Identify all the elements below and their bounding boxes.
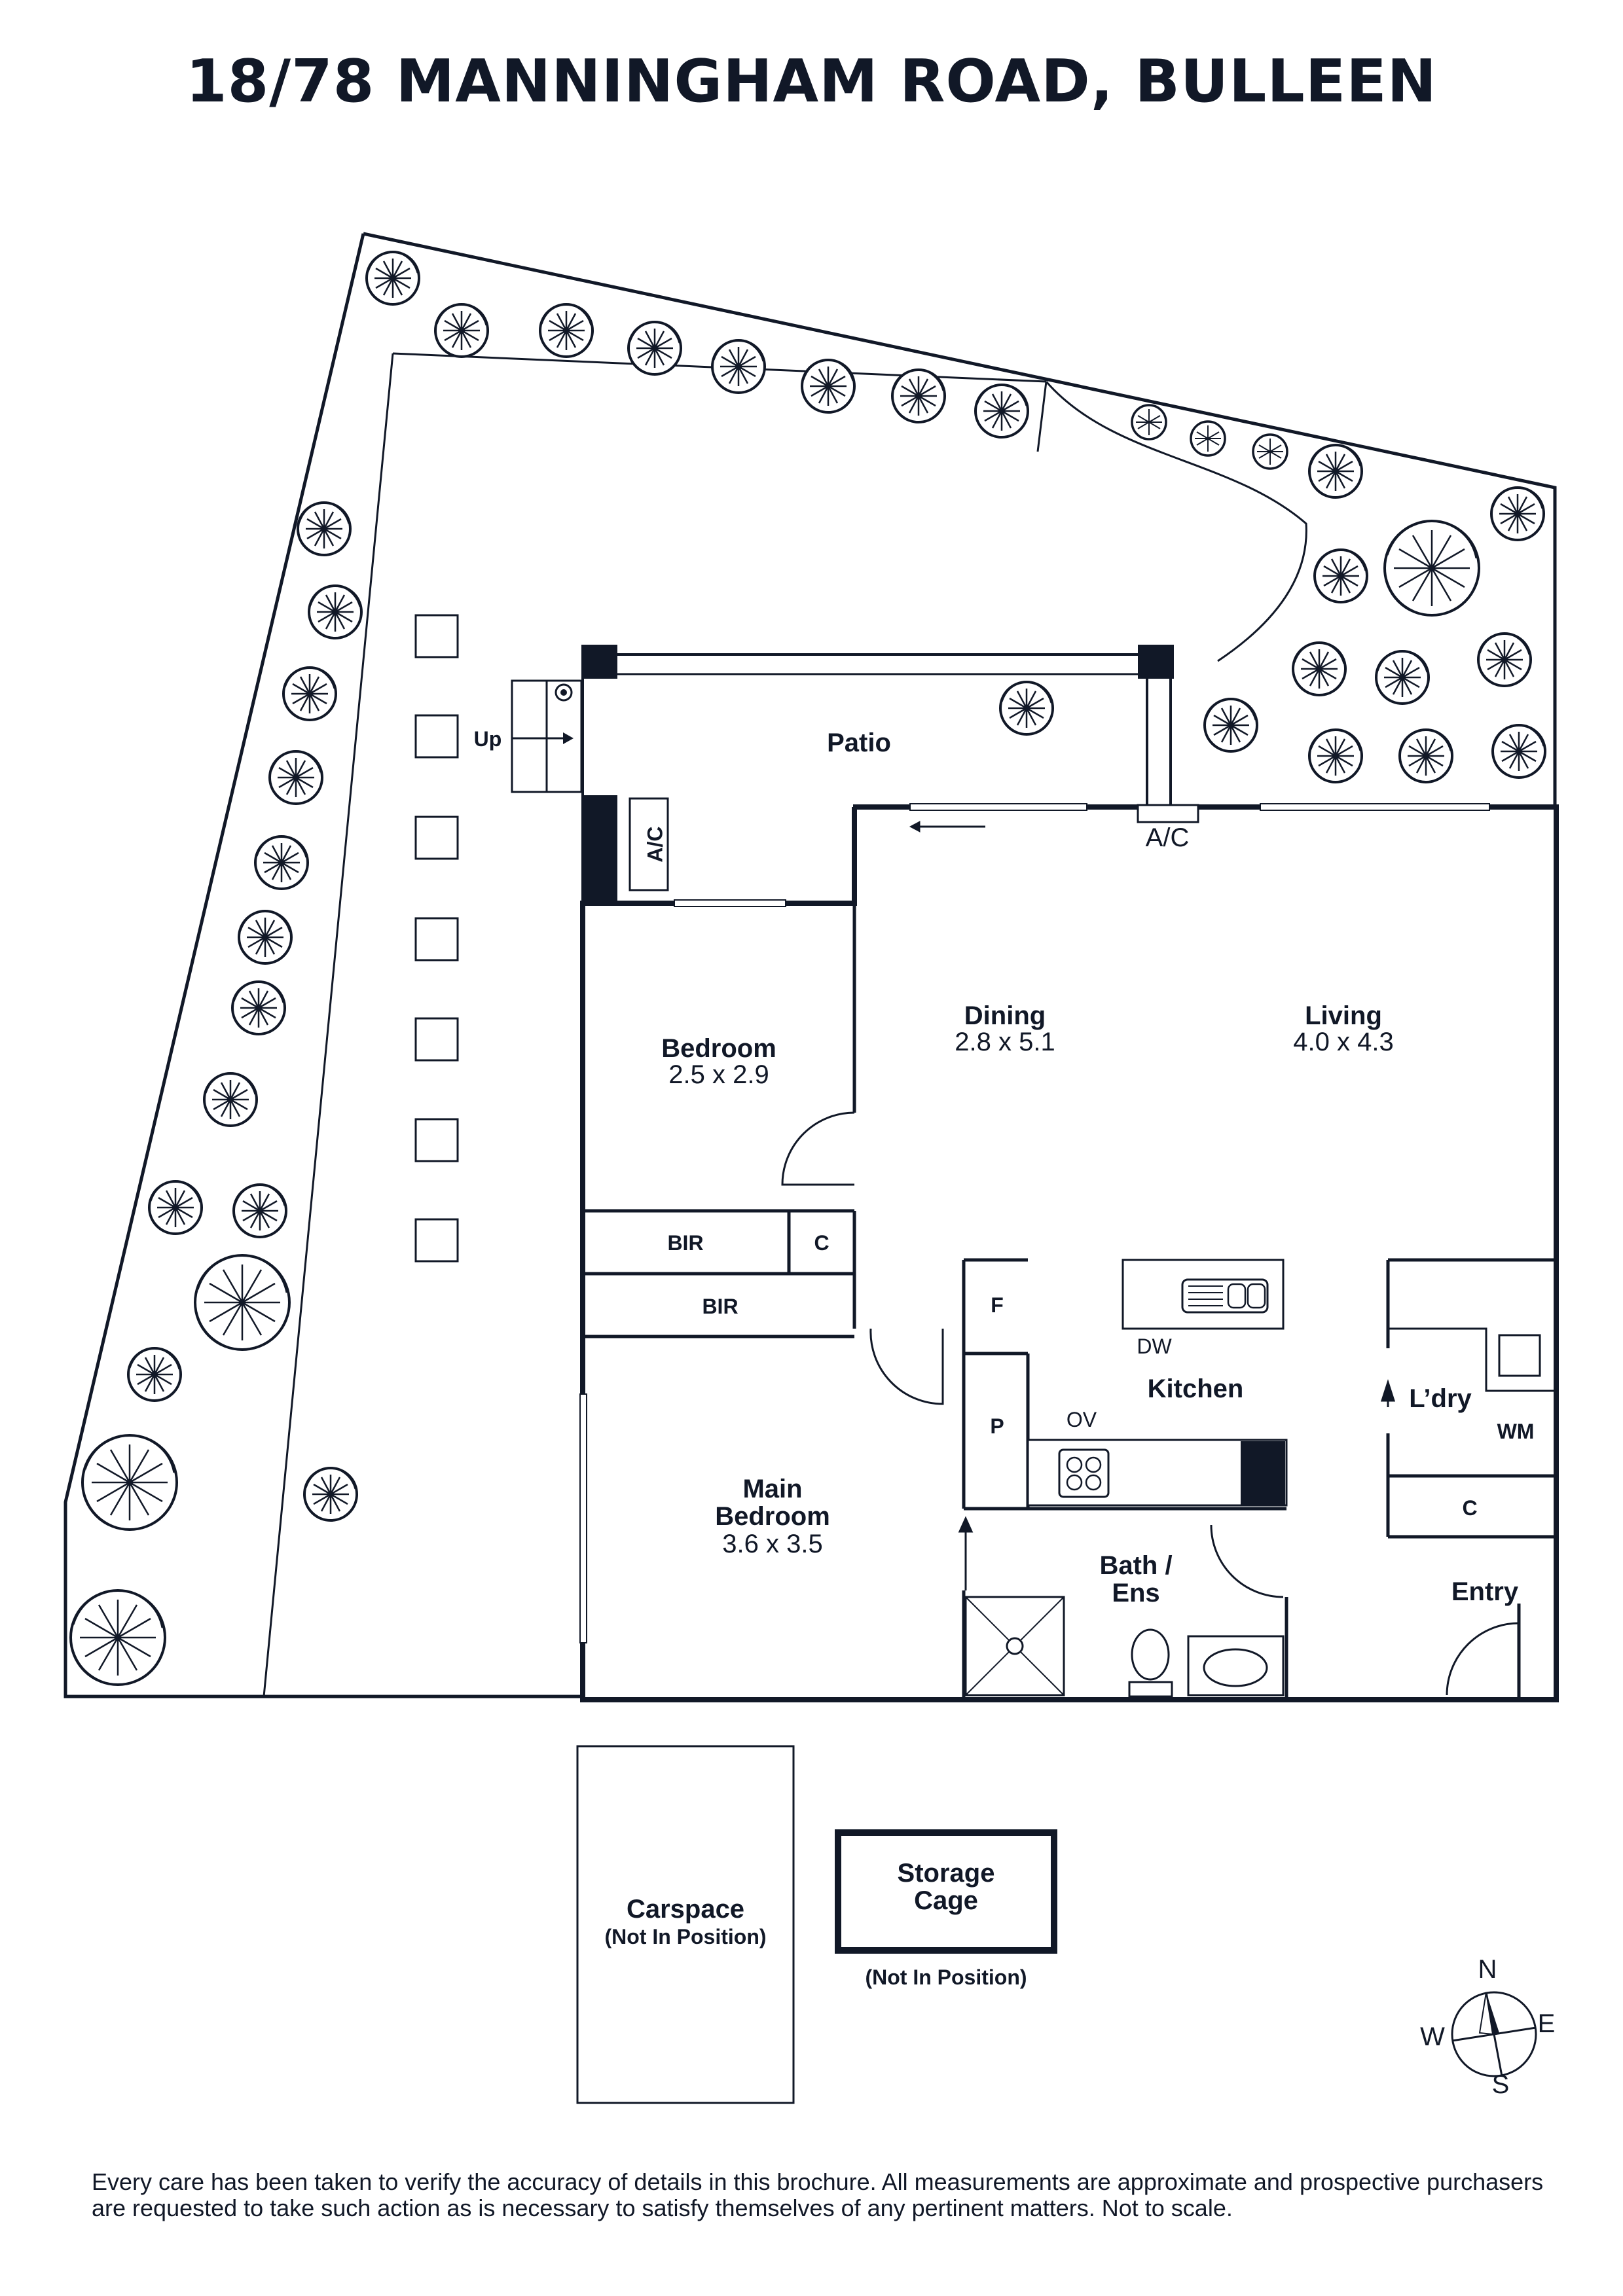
main-bedroom-label-2: Bedroom (715, 1502, 830, 1531)
washing-machine-label: WM (1497, 1420, 1535, 1443)
tree-icon (1252, 433, 1288, 470)
stepping-stones (414, 614, 459, 1263)
tree-icon (974, 384, 1029, 439)
carspace-note: (Not In Position) (604, 1925, 766, 1948)
tree-icon (127, 1347, 182, 1402)
bath-label-2: Ens (1112, 1579, 1159, 1607)
disclaimer: Every care has been taken to verify the … (92, 2168, 1544, 2221)
tree-icon (1203, 698, 1258, 753)
tree-icon (194, 1254, 291, 1351)
tree-icon (81, 1434, 178, 1531)
tree-icon (1383, 520, 1480, 617)
tree-icon (238, 910, 293, 965)
tree-icon (801, 359, 856, 414)
compass-s: S (1492, 2070, 1510, 2099)
dishwasher-label: DW (1137, 1335, 1172, 1358)
kitchen-fixtures (1027, 1259, 1288, 1507)
tree-icon (1308, 444, 1363, 499)
tree-icon (1292, 641, 1347, 696)
tree-icon (231, 980, 286, 1035)
tree-icon (308, 584, 363, 639)
tree-icon (1477, 632, 1532, 687)
page-title: 18/78 MANNINGHAM ROAD, BULLEEN (185, 47, 1438, 116)
dining-label: Dining (964, 1001, 1046, 1030)
compass-e: E (1538, 2009, 1556, 2038)
windows (579, 803, 1490, 1643)
storage-note: (Not In Position) (865, 1965, 1027, 1989)
tree-icon (891, 368, 946, 423)
bath-fixtures (964, 1596, 1285, 1698)
carspace-outline (576, 1745, 795, 2104)
tree-icon (1308, 728, 1363, 783)
cupboard-label: C (814, 1231, 829, 1255)
laundry-label: L’dry (1409, 1384, 1472, 1413)
compass-n: N (1478, 1955, 1497, 1984)
tree-icon (434, 303, 489, 358)
external-areas (576, 1745, 1057, 2104)
tree-icon (282, 666, 337, 721)
tree-icon (232, 1183, 287, 1238)
main-bedroom-label-1: Main (742, 1475, 802, 1503)
oven-label: OV (1067, 1408, 1097, 1431)
bir-top-label: BIR (667, 1231, 703, 1255)
fridge-label: F (991, 1293, 1004, 1317)
laundry-cupboard-label: C (1462, 1496, 1477, 1520)
doors (781, 1111, 1520, 1696)
compass-icon (1451, 1991, 1537, 2077)
tree-icon (1491, 724, 1546, 779)
tree-icon (999, 681, 1054, 736)
tree-icon (1190, 420, 1226, 457)
kitchen-label: Kitchen (1148, 1374, 1244, 1403)
tree-icon (303, 1467, 358, 1522)
bedroom-size: 2.5 x 2.9 (668, 1060, 769, 1089)
storage-cage-outline (835, 1829, 1057, 1954)
tree-icon (203, 1072, 258, 1127)
tree-icon (365, 251, 420, 306)
up-label: Up (474, 727, 502, 751)
ac-patio-label: A/C (643, 826, 666, 862)
carspace-label: Carspace (627, 1895, 744, 1924)
tree-icon (1313, 548, 1368, 603)
tree-icon (69, 1589, 166, 1686)
bir-bottom-label: BIR (702, 1295, 738, 1318)
compass-w: W (1420, 2022, 1445, 2051)
tree-icon (1375, 650, 1430, 705)
tree-icon (1490, 486, 1545, 541)
bath-label-1: Bath / (1099, 1551, 1172, 1580)
tree-icon (711, 339, 766, 394)
tree-icon (268, 750, 323, 805)
storage-label-1: Storage (898, 1859, 995, 1888)
dining-size: 2.8 x 5.1 (955, 1028, 1055, 1056)
interior-walls (585, 903, 1556, 1700)
pantry-label: P (990, 1414, 1004, 1438)
living-size: 4.0 x 4.3 (1293, 1028, 1393, 1056)
living-label: Living (1305, 1001, 1382, 1030)
bedroom-label: Bedroom (661, 1034, 776, 1063)
tree-icon (627, 321, 682, 376)
garden-trees (69, 251, 1546, 1686)
tree-icon (254, 835, 309, 890)
patio-area (511, 645, 1174, 901)
tree-icon (148, 1180, 203, 1235)
storage-label-2: Cage (914, 1886, 978, 1915)
ac-living-label: A/C (1146, 823, 1190, 852)
main-bedroom-size: 3.6 x 3.5 (722, 1530, 822, 1558)
laundry-fixtures (1388, 1327, 1556, 1392)
tree-icon (539, 303, 594, 358)
tree-icon (1398, 728, 1453, 783)
tree-icon (1131, 404, 1167, 440)
entry-label: Entry (1451, 1577, 1519, 1606)
apartment-walls (580, 804, 1559, 1702)
tree-icon (297, 501, 352, 556)
patio-label: Patio (827, 728, 891, 757)
